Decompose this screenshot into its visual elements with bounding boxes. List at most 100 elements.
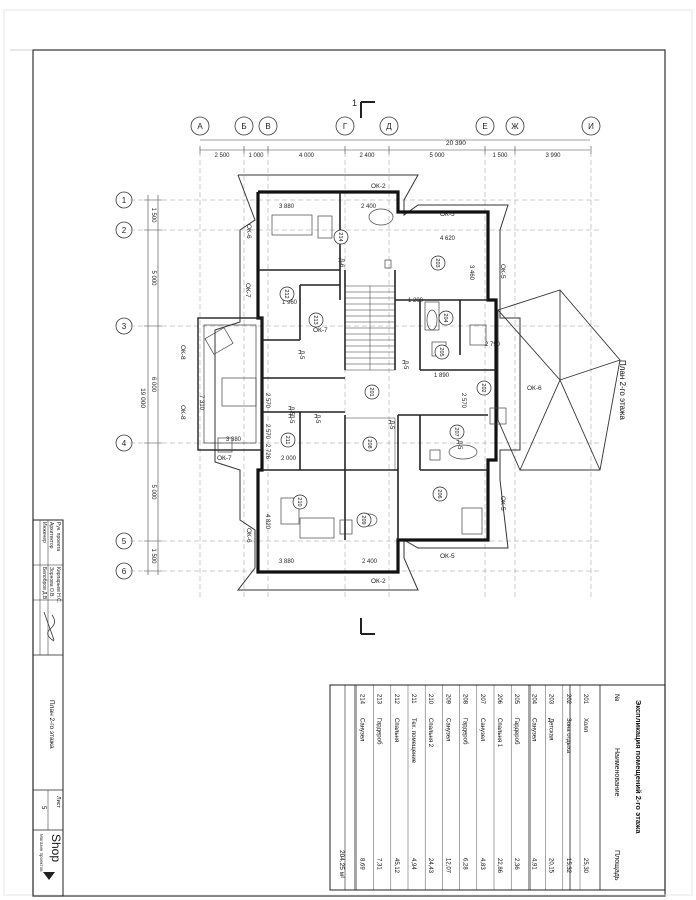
stamp-sheet-name: План 2-го этажа — [48, 700, 55, 749]
explication-row-204-no: 204 — [530, 694, 536, 705]
plan-dim-14: 4 820 — [264, 514, 270, 530]
dim-top-2: 1 000 — [248, 153, 264, 159]
explication-row-214-area: 8,69 — [358, 858, 364, 870]
dim-left-5: 1 500 — [150, 548, 156, 564]
room-tag-205 — [434, 344, 450, 360]
label-ok5-right-bottom: ОК-5 — [499, 496, 506, 511]
label-ok5-right-top: ОК-5 — [499, 264, 506, 279]
explication-row-205-name: Гардероб — [513, 718, 519, 745]
explication-row-201-no: 201 — [582, 694, 588, 705]
grid-lines — [130, 152, 600, 600]
room-number-201: 201 — [368, 387, 374, 396]
house-logo-icon — [43, 872, 55, 880]
axis-number-2: 2 — [122, 226, 127, 235]
axis-bubble-7 — [505, 116, 525, 136]
stamp-person-2: Зорнова О.В. — [48, 567, 54, 598]
room-tag-213 — [308, 312, 324, 328]
room-tag-207 — [449, 424, 465, 440]
axis-letter-6: Е — [482, 122, 487, 131]
stamp-person-1: Кирпарьев Н.С. — [55, 567, 61, 603]
room-tag-210 — [292, 494, 308, 510]
roof-outline — [214, 174, 521, 591]
explication-row-204-name: Санузел — [530, 718, 536, 742]
paper-edge — [3, 9, 693, 896]
dim-left-1: 1 500 — [150, 207, 156, 223]
explication-row-208-no: 208 — [462, 694, 468, 705]
explication-table: Экспликация помещений 2-го этажа № Наиме… — [329, 684, 666, 891]
room-number-208: 208 — [366, 439, 372, 448]
axis-bubble-3 — [258, 116, 278, 136]
plan-dim-10: 2 726 — [264, 444, 270, 460]
dim-top-1: 2 500 — [214, 153, 230, 159]
label-ok5-top: ОК-5 — [440, 211, 455, 218]
room-tag-202 — [476, 380, 492, 396]
dim-top-3: 4 000 — [299, 153, 315, 159]
axis-bubble-4 — [335, 116, 355, 136]
explication-row-212-area: 45,12 — [393, 858, 399, 874]
room-tag-203 — [430, 255, 446, 271]
room-number-203: 203 — [434, 258, 440, 267]
door-tag-4: Д-5 — [314, 414, 320, 424]
plan-dim-13: 2 000 — [281, 456, 297, 462]
explication-title: Экспликация помещений 2-го этажа — [634, 700, 643, 834]
explication-row-207-area: 4,83 — [479, 858, 485, 870]
explication-row-212-name: Спальня — [393, 718, 399, 742]
explication-row-211-no: 211 — [410, 694, 416, 704]
axis-letter-1: А — [197, 122, 203, 131]
section-mark-bottom — [360, 618, 375, 635]
plan-dim-1: 3 880 — [279, 204, 295, 210]
explication-row-213-area: 7,31 — [376, 858, 382, 870]
stamp-person-3: Белобров Д.В. — [41, 567, 47, 601]
title-block: Рук. проекта Архитектор Инженер Кирпарье… — [32, 519, 64, 897]
stair-lower — [344, 417, 396, 471]
stamp-logo-sub: Магазин проектов — [39, 834, 44, 872]
plan-title: План 2-го этажа — [618, 360, 627, 420]
axis-number-3: 3 — [122, 322, 127, 331]
explication-header-name: Наименование — [613, 748, 620, 797]
explication-header-area: Площадь — [613, 850, 620, 881]
dim-top-6: 1 500 — [492, 153, 508, 159]
explication-row-212-no: 212 — [393, 694, 399, 705]
room-number-210: 210 — [296, 497, 302, 506]
axis-bubble-8 — [581, 116, 601, 136]
signature-mark — [43, 611, 55, 642]
plan-dim-9: 2 570 — [264, 424, 270, 440]
label-ok7-left: ОК-7 — [244, 283, 251, 298]
axis-bubble-1 — [190, 116, 210, 136]
room-number-211: 211 — [284, 436, 290, 445]
explication-row-211-area: 4,94 — [410, 858, 416, 870]
plan-dim-6: 1 960 — [282, 300, 298, 306]
explication-row-209-name: Санузел — [444, 718, 450, 742]
room-number-209: 209 — [360, 515, 366, 524]
room-tag-209 — [356, 512, 372, 528]
plan-dim-16: 2 400 — [362, 559, 378, 565]
explication-row-203-area: 20,15 — [548, 858, 554, 874]
room-tag-208 — [362, 436, 378, 452]
label-ok8-a: ОК-8 — [179, 345, 186, 360]
plan-dim-12: 7 310 — [198, 395, 204, 411]
dim-top-4: 2 400 — [359, 153, 375, 159]
plan-dim-15: 3 880 — [279, 559, 295, 565]
label-ok7-bottom: ОК-7 — [217, 455, 232, 462]
plan-dim-3: 4 620 — [440, 236, 456, 242]
axis-number-1: 1 — [122, 196, 127, 205]
explication-row-208-name: Гардероб — [462, 718, 468, 745]
explication-row-210-area: 24,43 — [427, 858, 433, 874]
room-number-207: 207 — [453, 427, 459, 436]
dim-top-7: 3 990 — [545, 153, 561, 159]
room-number-202: 202 — [480, 383, 486, 392]
section-mark-top — [360, 101, 375, 118]
room-tag-211 — [280, 432, 296, 448]
window-labels: ОК-2 ОК-2 ОК-5 ОК-5 ОК-7 ОК-7 ОК-6 — [217, 183, 542, 585]
explication-row-202-name: Зона отдыха — [565, 718, 571, 754]
plan-dim-2: 2 400 — [361, 204, 377, 210]
plan-dim-11: 3 380 — [226, 437, 242, 443]
plan-dim-5: 1 200 — [408, 298, 424, 304]
label-ok6-left-bottom: ОК-6 — [245, 528, 252, 543]
stamp-role-1: Рук. проекта — [55, 522, 61, 551]
explication-row-205-no: 205 — [513, 694, 519, 705]
explication-row-202-no: 202 — [565, 694, 571, 705]
